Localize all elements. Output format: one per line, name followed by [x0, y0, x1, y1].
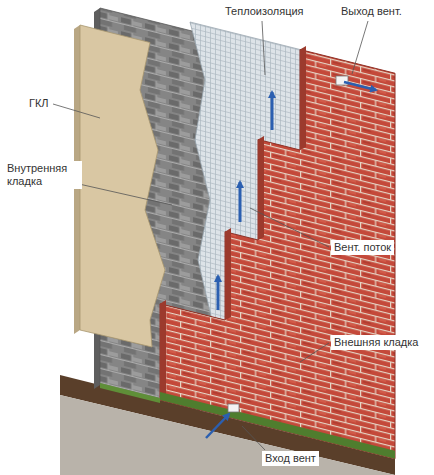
- part-label: ГКЛ: [26, 96, 52, 111]
- outflow-arrow: [344, 82, 376, 90]
- leader-line: [242, 426, 265, 450]
- leader-line: [262, 21, 265, 75]
- leader-line: [250, 208, 329, 247]
- airflow-arrow: [271, 92, 274, 130]
- leader-line: [352, 21, 368, 74]
- outer-brick: [160, 50, 395, 459]
- brick-edge: [300, 46, 306, 150]
- brick-edge: [160, 300, 166, 400]
- vent-inlet: [228, 404, 239, 412]
- brick-edge: [258, 136, 264, 240]
- leader-line: [79, 184, 172, 205]
- drywall-panel: [80, 25, 165, 347]
- part-label: Вент. поток: [331, 240, 394, 255]
- grass: [100, 383, 160, 403]
- brick-edge: [225, 228, 231, 320]
- part-label: Внутренняя кладка: [4, 161, 82, 189]
- leader-line: [300, 343, 329, 362]
- airflow-arrow: [239, 182, 242, 222]
- airflow-arrow: [217, 276, 220, 310]
- part-label: Выход вент.: [338, 4, 405, 19]
- part-label: Внешняя кладка: [331, 335, 421, 350]
- part-label: Вход вент: [262, 451, 319, 466]
- leader-line: [53, 104, 100, 118]
- part-label: Теплоизоляция: [222, 4, 307, 19]
- inflow-arrow: [206, 414, 229, 438]
- grass: [160, 392, 395, 459]
